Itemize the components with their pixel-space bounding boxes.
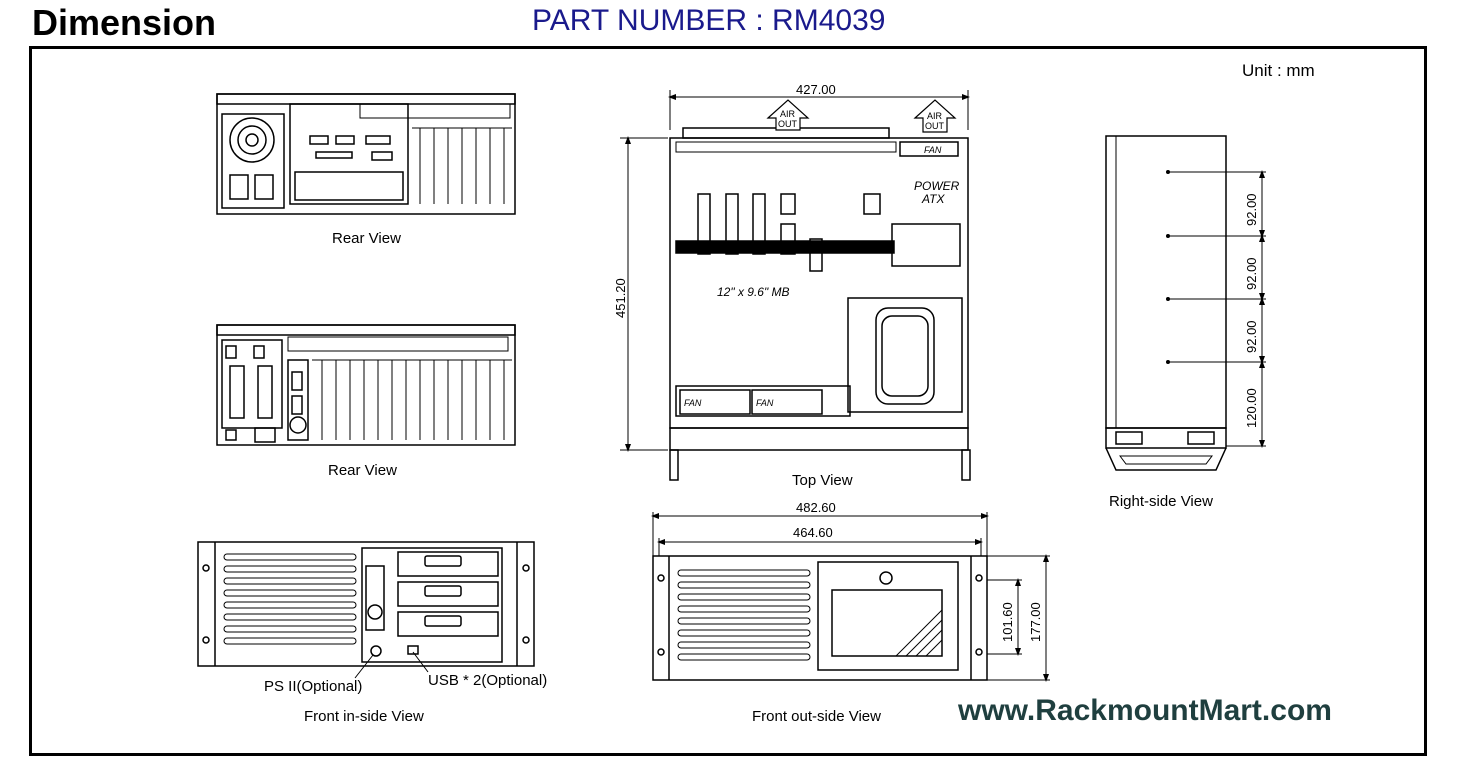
usb-callout: USB * 2(Optional) bbox=[428, 672, 547, 689]
ps2-callout: PS II(Optional) bbox=[264, 678, 362, 695]
power-label-2: ATX bbox=[921, 192, 945, 206]
part-number: PART NUMBER : RM4039 bbox=[532, 4, 886, 37]
drawing-frame bbox=[29, 46, 1427, 756]
air-out-2-line1: AIR bbox=[927, 111, 943, 121]
front-inside-label: Front in-side View bbox=[304, 708, 424, 725]
front-outside-label: Front out-side View bbox=[752, 708, 881, 725]
unit-label: Unit : mm bbox=[1242, 61, 1315, 80]
motherboard-label: 12" x 9.6" MB bbox=[717, 285, 790, 299]
rear-view-1-label: Rear View bbox=[332, 230, 401, 247]
dim-side-3: 92.00 bbox=[1244, 320, 1259, 353]
air-out-arrow-1 bbox=[766, 99, 810, 131]
top-fan-label: FAN bbox=[924, 145, 942, 155]
fan-label-2: FAN bbox=[756, 398, 774, 408]
dim-side-4: 120.00 bbox=[1244, 388, 1259, 428]
dim-front-height-outer: 177.00 bbox=[1028, 602, 1043, 642]
dim-front-height-inner: 101.60 bbox=[1000, 602, 1015, 642]
dim-side-1: 92.00 bbox=[1244, 193, 1259, 226]
air-out-1-line2: OUT bbox=[778, 119, 798, 129]
right-side-label: Right-side View bbox=[1109, 493, 1213, 510]
dim-top-depth: 451.20 bbox=[613, 278, 628, 318]
dim-front-inner-width: 464.60 bbox=[793, 525, 833, 540]
top-view-drawing bbox=[669, 127, 971, 481]
dim-side-2: 92.00 bbox=[1244, 257, 1259, 290]
fan-label-1: FAN bbox=[684, 398, 702, 408]
front-inside-drawing bbox=[197, 541, 535, 667]
dim-top-width: 427.00 bbox=[796, 82, 836, 97]
top-view-label: Top View bbox=[792, 472, 853, 489]
website-link[interactable]: www.RackmountMart.com bbox=[957, 694, 1332, 727]
power-label-1: POWER bbox=[914, 179, 960, 193]
rear-view-2-label: Rear View bbox=[328, 462, 397, 479]
rear-view-1-drawing bbox=[216, 93, 516, 215]
rear-view-2-drawing bbox=[216, 324, 516, 446]
air-out-2-line2: OUT bbox=[925, 121, 945, 131]
dim-front-outer-width: 482.60 bbox=[796, 500, 836, 515]
page-title: Dimension bbox=[32, 2, 217, 43]
air-out-arrow-2 bbox=[913, 99, 957, 133]
front-outside-drawing bbox=[652, 555, 988, 681]
right-side-drawing bbox=[1105, 135, 1227, 471]
air-out-1-line1: AIR bbox=[780, 109, 796, 119]
